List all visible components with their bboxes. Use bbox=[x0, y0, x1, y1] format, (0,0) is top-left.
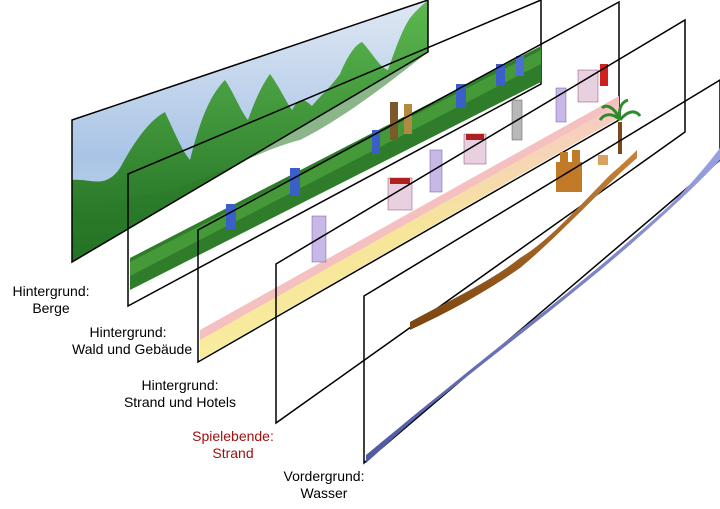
label-water-line2: Wasser bbox=[300, 485, 348, 501]
label-gameplay-line1: Spielebende: bbox=[192, 428, 274, 444]
beach-sand bbox=[200, 100, 619, 360]
beach-pink-band bbox=[200, 96, 619, 340]
layer-water bbox=[363, 79, 720, 465]
label-mountains-line2: Berge bbox=[32, 300, 70, 316]
label-beach-line1: Hintergrund: bbox=[141, 377, 219, 393]
label-mountains: Hintergrund: Berge bbox=[4, 283, 98, 317]
label-forest-line1: Hintergrund: bbox=[89, 324, 167, 340]
gameplay-ground bbox=[410, 150, 637, 330]
label-gameplay-line2: Strand bbox=[212, 445, 254, 461]
label-water: Vordergrund: Wasser bbox=[276, 468, 372, 502]
label-water-line1: Vordergrund: bbox=[283, 468, 365, 484]
label-beach-line2: Strand und Hotels bbox=[123, 394, 237, 410]
layer-mountains bbox=[71, 0, 429, 264]
label-gameplay: Spielebende: Strand bbox=[176, 428, 290, 462]
label-forest: Hintergrund: Wald und Gebäude bbox=[72, 324, 193, 358]
gameplay-frame bbox=[275, 18, 686, 425]
mountains-frame bbox=[71, 0, 429, 264]
forest-buildings bbox=[226, 56, 524, 230]
label-forest-line2: Wald und Gebäude bbox=[72, 341, 193, 357]
water-frame bbox=[363, 79, 720, 465]
label-mountains-line1: Hintergrund: bbox=[12, 283, 90, 299]
label-beach: Hintergrund: Strand und Hotels bbox=[116, 377, 244, 411]
layer-forest bbox=[127, 0, 542, 308]
water-surface bbox=[366, 148, 720, 463]
forest-frame bbox=[127, 0, 542, 308]
gameplay-palm-tree bbox=[598, 98, 642, 154]
